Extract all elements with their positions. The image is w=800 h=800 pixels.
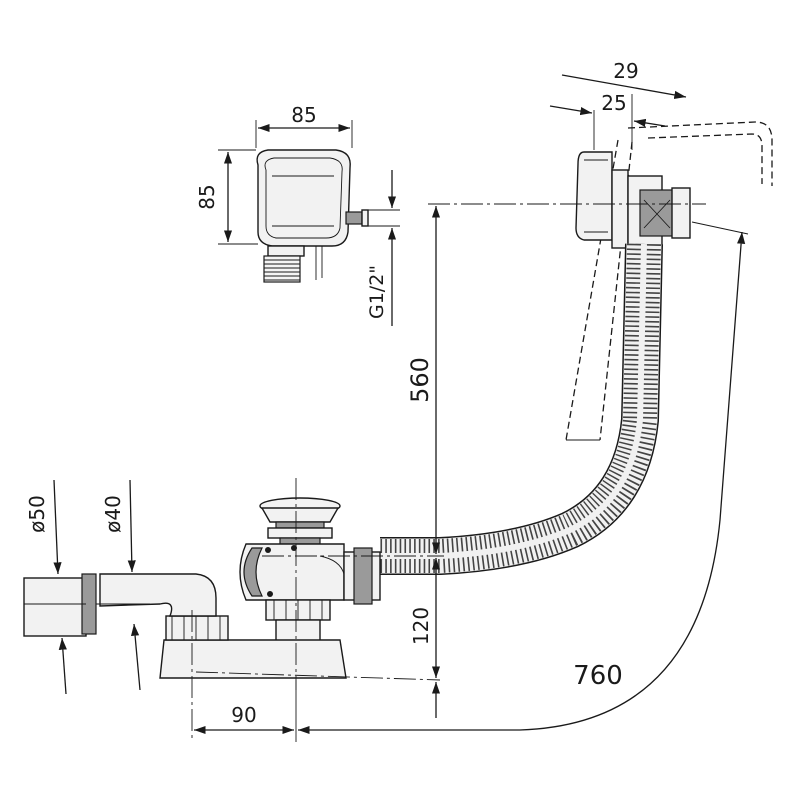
dimension-diam40: ø40 <box>101 479 141 691</box>
label-760: 760 <box>573 661 623 691</box>
label-thread: G1/2" <box>366 265 388 319</box>
overflow-head-detail <box>256 149 369 283</box>
dimension-diam50: ø50 <box>25 479 67 695</box>
drain-assembly <box>23 497 381 679</box>
label-29: 29 <box>613 59 638 83</box>
dimension-85-height: 85 <box>195 149 258 245</box>
dimension-90: 90 <box>194 680 297 742</box>
label-120: 120 <box>409 607 433 645</box>
dimension-85-width: 85 <box>255 103 353 148</box>
label-85-width: 85 <box>291 103 316 127</box>
overflow-thread-icon <box>263 255 301 283</box>
dimension-760: 760 <box>298 221 749 735</box>
label-560: 560 <box>406 357 434 403</box>
dimension-560: 560 <box>406 206 441 554</box>
overflow-assembly <box>565 121 773 441</box>
label-diam40: ø40 <box>101 495 125 533</box>
label-85-height: 85 <box>195 184 219 209</box>
label-90: 90 <box>231 703 256 727</box>
dimension-thread: G1/2" <box>366 170 400 326</box>
label-25: 25 <box>601 91 626 115</box>
dimension-25: 25 <box>549 91 666 127</box>
dimension-29: 29 <box>561 59 687 150</box>
dimension-120: 120 <box>409 558 441 718</box>
label-diam50: ø50 <box>25 495 49 533</box>
